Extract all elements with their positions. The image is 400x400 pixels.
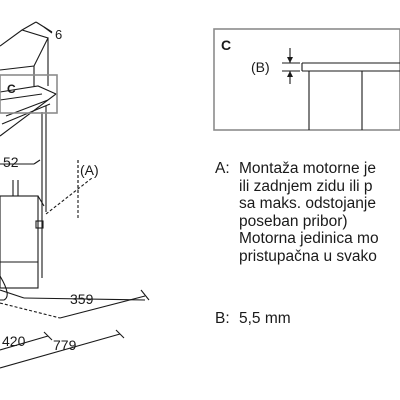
- motor-box: [0, 195, 39, 289]
- callout-a-label: (A): [80, 162, 99, 178]
- note-a-line-2: ili zadnjem zidu ili p: [239, 177, 373, 195]
- dim-359-label: 359: [70, 291, 94, 307]
- note-a-line-4: poseban pribor): [239, 212, 348, 230]
- top-panel: [0, 29, 49, 71]
- dashed-ref-1: [45, 177, 93, 215]
- c-box-letter: C: [7, 82, 16, 96]
- detail-b-arrowhead-bottom: [287, 71, 293, 77]
- note-a-line-1: Montaža motorne je: [239, 160, 376, 177]
- detail-c: [213, 28, 400, 131]
- dim-420-label: 420: [2, 333, 26, 349]
- note-b-key: B:: [215, 310, 230, 327]
- base-shape: [0, 275, 8, 301]
- dim-779-line: [0, 333, 121, 369]
- note-a-line-3: sa maks. odstojanje: [239, 195, 376, 213]
- hood-drawing: [0, 21, 150, 369]
- detail-c-frame: [213, 28, 400, 131]
- note-a: A: Montaža motorne je ili zadnjem zidu i…: [215, 160, 379, 266]
- note-a-key: A:: [215, 160, 230, 177]
- note-b: B: 5,5 mm: [215, 310, 291, 328]
- dim-779-label: 779: [53, 337, 77, 353]
- note-a-line-6: pristupačna u svako: [239, 247, 377, 265]
- dim-359-ext: [23, 297, 146, 301]
- dim-52-label: 52: [3, 154, 19, 170]
- detail-c-letter: C: [221, 37, 231, 53]
- glass-plate: [0, 85, 58, 137]
- note-b-text: 5,5 mm: [239, 310, 291, 327]
- motor-connector: [35, 220, 44, 229]
- dim-359-tick: [140, 289, 150, 301]
- dim-420-line: [0, 335, 49, 351]
- c-highlight-box: [0, 74, 58, 114]
- detail-b-label: (B): [251, 59, 270, 75]
- detail-b-arrowhead-top: [287, 57, 293, 63]
- dashed-ref-2: [0, 302, 61, 319]
- dim-6-leader-a: [21, 21, 37, 31]
- dim-6-label: 6: [55, 27, 62, 42]
- note-a-line-5: Motorna jedinica mo: [239, 230, 379, 248]
